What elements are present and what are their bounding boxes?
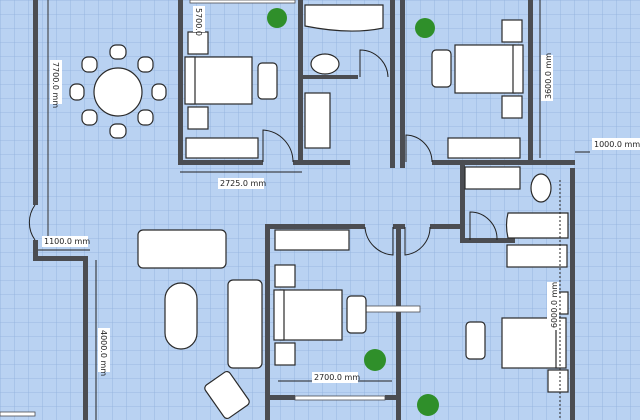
plant-icon [415,18,435,38]
doors [28,49,498,256]
bed-bedroom3 [273,229,367,366]
dimension-label-bedroom1-height: 5700.0 [193,6,205,36]
dimension-label-bedroom3-width: 2700.0 mm [312,372,360,383]
dimension-label-bedroom1-width: 2725.0 mm [218,178,266,189]
living-set [137,229,263,420]
bed-bedroom1 [184,31,278,159]
plant-icon [417,394,439,416]
dimension-label-dining: 7700.0 mm [50,60,62,108]
door-bath [359,49,389,78]
door-bedroom1 [262,129,294,163]
svg-text:2700.0 mm: 2700.0 mm [314,373,360,382]
plants [267,8,439,416]
dimension-label-bedroom2-height: 3600.0 mm [541,53,553,101]
bed-bedroom2 [431,19,524,159]
svg-text:2725.0 mm: 2725.0 mm [220,179,266,188]
svg-text:3600.0 mm: 3600.0 mm [544,53,553,99]
windows [0,0,421,417]
dimension-label-offset: 1000.0 mm [592,138,640,150]
svg-text:4000.0 mm: 4000.0 mm [99,330,108,376]
bathroom-fixtures [304,4,569,239]
svg-text:5700.0: 5700.0 [194,8,203,36]
dimension-label-bedroom4-height: 6000.0 mm [547,282,559,330]
plant-icon [364,349,386,371]
door-bedroom4 [404,226,431,256]
svg-text:7700.0 mm: 7700.0 mm [51,62,60,108]
svg-text:6000.0 mm: 6000.0 mm [550,282,559,328]
door-bath2 [469,211,498,241]
dimension-label-living: 4000.0 mm [98,328,110,376]
walls [33,0,575,420]
svg-text:1000.0 mm: 1000.0 mm [594,140,640,149]
dimension-label-entry: 1100.0 mm [42,236,90,247]
door-entry [28,204,36,241]
door-bedroom3 [364,226,394,256]
svg-text:1100.0 mm: 1100.0 mm [44,237,90,246]
dimension-lines [38,0,590,420]
plant-icon [267,8,287,28]
door-bedroom2 [405,134,433,163]
dining-set [69,44,167,139]
